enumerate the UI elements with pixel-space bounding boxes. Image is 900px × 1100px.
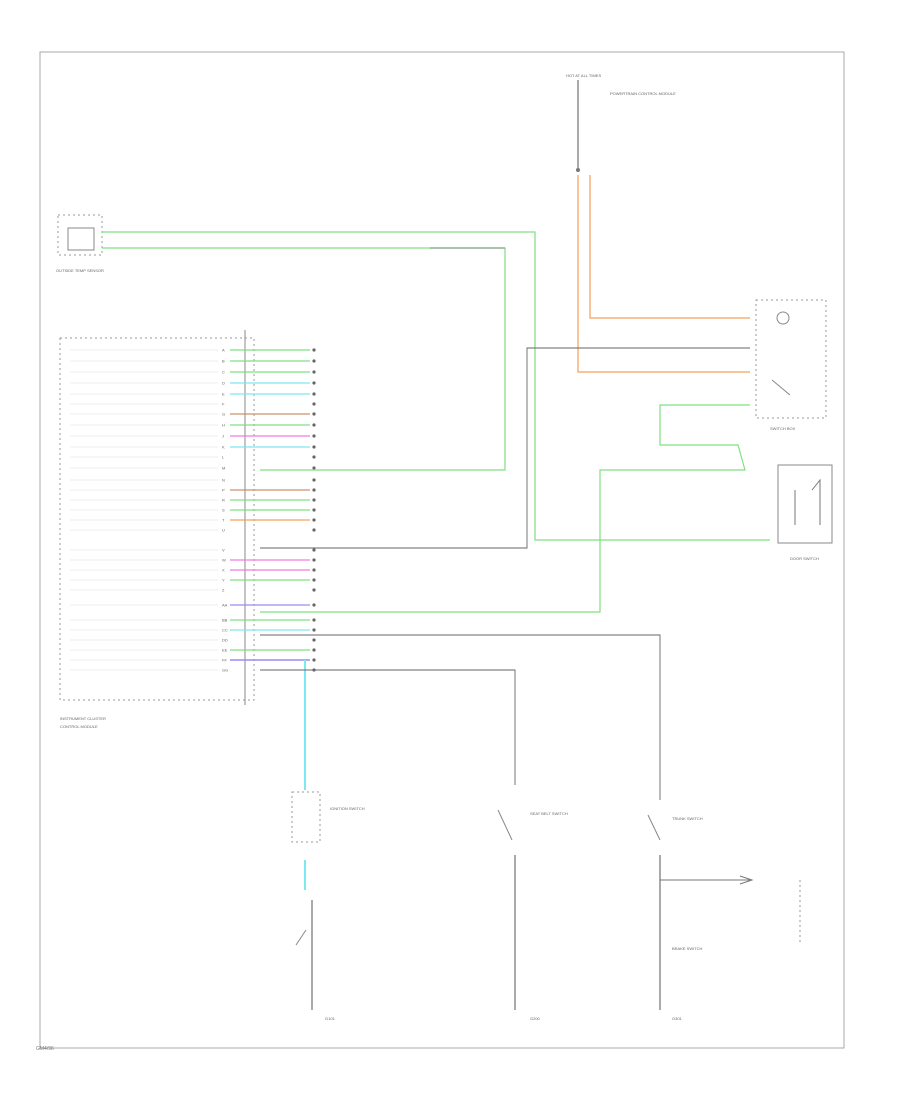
pin-label: H bbox=[222, 423, 225, 428]
pin-terminal bbox=[312, 603, 316, 607]
pin-label: U bbox=[222, 528, 225, 533]
pin-terminal bbox=[312, 466, 316, 470]
pin-label: D bbox=[222, 381, 225, 386]
pin-terminal bbox=[312, 558, 316, 562]
page-code: GM4/96 bbox=[36, 1046, 54, 1052]
pin-terminal bbox=[312, 548, 316, 552]
pin-label: Y bbox=[222, 578, 225, 583]
switch-box: SWITCH BOX bbox=[755, 299, 827, 431]
pin-label: E bbox=[222, 392, 225, 397]
ignition-switch: IGNITION SWITCH G101 bbox=[291, 791, 365, 1021]
fuse-block-top: HOT AT ALL TIMES POWERTRAIN CONTROL MODU… bbox=[566, 73, 676, 172]
pin-label: Z bbox=[222, 588, 225, 593]
outside-temp-sensor: OUTSIDE TEMP SENSOR bbox=[56, 214, 104, 273]
pin-label: R bbox=[222, 498, 225, 503]
pin-label: L bbox=[222, 455, 225, 460]
pin-terminal bbox=[312, 528, 316, 532]
pin-label: X bbox=[222, 568, 225, 573]
pin-terminal bbox=[312, 434, 316, 438]
wire-black-seatbelt bbox=[260, 669, 516, 785]
cluster-wire-colors bbox=[230, 349, 310, 661]
pin-terminal bbox=[312, 348, 316, 352]
pin-terminal bbox=[312, 628, 316, 632]
fuse-label: HOT AT ALL TIMES bbox=[566, 73, 601, 78]
seat-belt-switch: SEAT BELT SWITCH G200 bbox=[497, 809, 568, 1021]
pin-label: P bbox=[222, 488, 225, 493]
pin-terminal bbox=[312, 638, 316, 642]
wire-black-switchbox bbox=[260, 347, 750, 549]
pin-label: DD bbox=[222, 638, 228, 643]
wire-black-trunk bbox=[260, 634, 661, 800]
pin-terminal bbox=[312, 478, 316, 482]
brake-label: BRAKE SWITCH bbox=[672, 946, 703, 951]
pin-terminal bbox=[312, 578, 316, 582]
pin-terminal bbox=[312, 412, 316, 416]
trunk-label: TRUNK SWITCH bbox=[672, 816, 703, 821]
pin-terminal bbox=[312, 518, 316, 522]
pin-label: F bbox=[222, 402, 225, 407]
door-switch-label: DOOR SWITCH bbox=[790, 556, 819, 561]
ground-right-label: G301 bbox=[672, 1016, 683, 1021]
pin-label: A bbox=[222, 348, 225, 353]
pin-terminal bbox=[312, 568, 316, 572]
pin-terminal bbox=[312, 455, 316, 459]
pcm-label: POWERTRAIN CONTROL MODULE bbox=[610, 91, 676, 96]
pin-label: BB bbox=[222, 618, 228, 623]
instrument-cluster-sublabel: CONTROL MODULE bbox=[60, 724, 98, 729]
pin-label: T bbox=[222, 518, 225, 523]
pin-terminal bbox=[312, 381, 316, 385]
trunk-switch: TRUNK SWITCH BRAKE SWITCH G301 bbox=[647, 814, 801, 1021]
pin-terminal bbox=[312, 658, 316, 662]
ignition-label: IGNITION SWITCH bbox=[330, 806, 365, 811]
pin-terminal bbox=[312, 402, 316, 406]
pin-label: FF bbox=[222, 658, 227, 663]
pin-terminal bbox=[312, 618, 316, 622]
pin-terminal bbox=[312, 588, 316, 592]
pin-terminal bbox=[312, 648, 316, 652]
pin-label: GG bbox=[222, 668, 228, 673]
pin-label: M bbox=[222, 466, 225, 471]
pin-terminal bbox=[312, 423, 316, 427]
pin-terminal bbox=[312, 359, 316, 363]
pin-label: S bbox=[222, 508, 225, 513]
pin-terminal bbox=[312, 498, 316, 502]
pin-label: N bbox=[222, 478, 225, 483]
wire-ltgrn-switchbox bbox=[260, 404, 750, 613]
pin-label: C bbox=[222, 370, 225, 375]
instrument-cluster: INSTRUMENT CLUSTER CONTROL MODULE bbox=[59, 330, 255, 729]
wire-ltgrn-sensor-1 bbox=[102, 231, 770, 541]
outside-temp-label: OUTSIDE TEMP SENSOR bbox=[56, 268, 104, 273]
diagram-frame bbox=[39, 51, 845, 1049]
pin-label: V bbox=[222, 548, 225, 553]
wire-ltgrn-sensor-2 bbox=[102, 247, 506, 471]
seat-belt-label: SEAT BELT SWITCH bbox=[530, 811, 568, 816]
wire-orange-2 bbox=[577, 175, 750, 373]
ground-left-label: G101 bbox=[325, 1016, 336, 1021]
pin-terminal bbox=[312, 508, 316, 512]
instrument-cluster-label: INSTRUMENT CLUSTER bbox=[60, 716, 106, 721]
pin-terminal bbox=[312, 445, 316, 449]
wire-orange-1 bbox=[589, 175, 750, 319]
pin-label: CC bbox=[222, 628, 228, 633]
pin-label: EE bbox=[222, 648, 228, 653]
pin-terminal bbox=[312, 392, 316, 396]
pin-terminal bbox=[312, 488, 316, 492]
pin-terminal bbox=[312, 370, 316, 374]
pin-label: W bbox=[222, 558, 226, 563]
pin-label: G bbox=[222, 412, 225, 417]
pin-label: J bbox=[222, 434, 224, 439]
pin-label: AA bbox=[222, 603, 228, 608]
ground-mid-label: G200 bbox=[530, 1016, 541, 1021]
switch-box-label: SWITCH BOX bbox=[770, 426, 796, 431]
door-switch: DOOR SWITCH bbox=[777, 464, 833, 561]
pin-label: K bbox=[222, 445, 225, 450]
pin-label: B bbox=[222, 359, 225, 364]
